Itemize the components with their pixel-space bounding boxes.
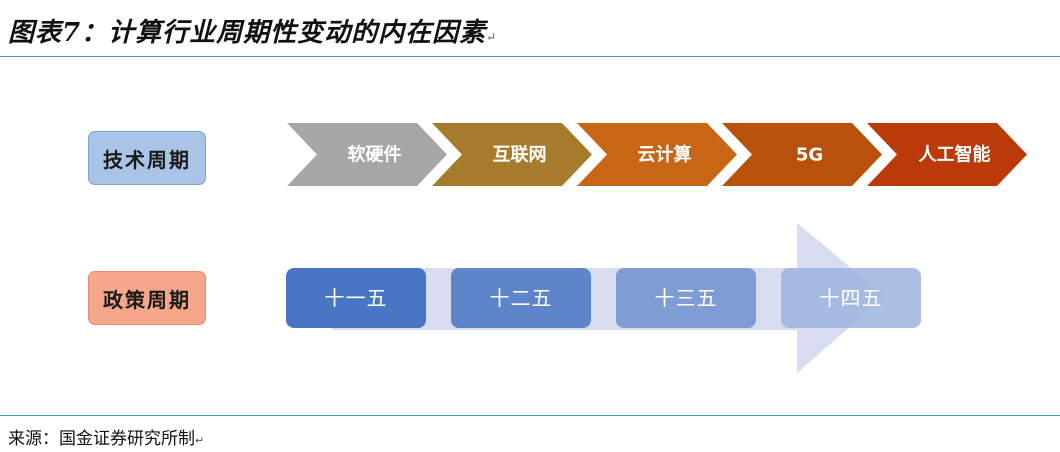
policy-plan-label: 十一五 — [325, 286, 388, 310]
source-divider — [0, 415, 1060, 416]
paragraph-mark-icon: ↵ — [195, 434, 205, 447]
figure-title-text: 图表7：计算行业周期性变动的内在因素 — [8, 18, 487, 48]
policy-plan-box — [451, 268, 591, 328]
tech-stage-label: 5G — [796, 145, 823, 166]
source-text: 来源：国金证券研究所制 — [8, 429, 195, 449]
policy-plan-box — [781, 268, 921, 328]
policy-plan-boxes: 十一五 十二五 十三五 十四五 — [286, 268, 921, 328]
tech-stage-chevron — [432, 123, 592, 186]
policy-plan-box — [616, 268, 756, 328]
tech-stage-chevron — [867, 123, 1027, 186]
tech-stage-label: 人工智能 — [919, 144, 991, 166]
policy-cycle-label: 政策周期 — [88, 271, 206, 325]
tech-stage-chevron — [287, 123, 447, 186]
policy-plan-box — [286, 268, 426, 328]
policy-plan-label: 十三五 — [655, 286, 718, 310]
tech-stage-chevron — [577, 123, 737, 186]
paragraph-mark-icon: ↵ — [486, 30, 498, 44]
tech-stage-label: 云计算 — [638, 144, 692, 166]
tech-stage-chevrons: 软硬件 互联网 云计算 5G 人工智能 — [287, 123, 1027, 186]
tech-stage-label: 互联网 — [493, 145, 547, 166]
title-divider — [0, 56, 1060, 57]
policy-plan-label: 十二五 — [490, 286, 553, 310]
figure-title: 图表7：计算行业周期性变动的内在因素↵ — [8, 12, 497, 49]
tech-stage-chevron — [722, 123, 882, 186]
policy-timeline-arrow — [332, 223, 885, 373]
tech-cycle-label: 技术周期 — [88, 131, 206, 185]
policy-plan-label: 十四五 — [820, 286, 883, 310]
tech-stage-label: 软硬件 — [348, 144, 402, 166]
source-note: 来源：国金证券研究所制↵ — [8, 424, 204, 449]
